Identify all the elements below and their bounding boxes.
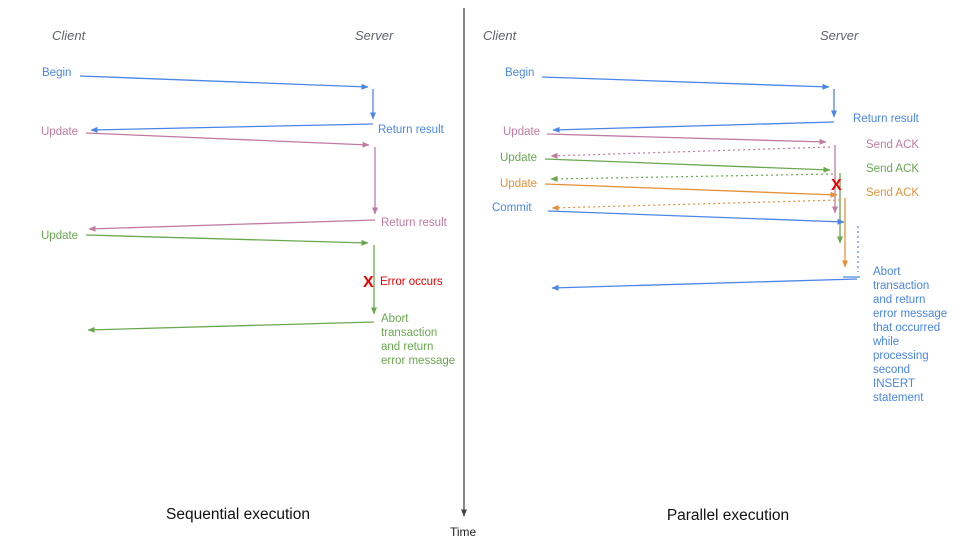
update1-response-arrow: [88, 219, 376, 232]
abort-line: while: [872, 336, 899, 348]
update3-label: Update: [500, 178, 537, 190]
abort-line: that occurred: [873, 322, 940, 334]
update1-request-arrow: [85, 132, 370, 148]
client-header: Client: [483, 28, 518, 43]
sequential-panel: Client Server Begin Return result Update…: [41, 28, 455, 523]
abort-message-label: Abort transaction and return error messa…: [872, 266, 947, 404]
abort-line: and return: [381, 341, 433, 353]
error-x-icon: X: [363, 274, 374, 291]
begin-request-arrow: [541, 76, 830, 90]
abort-line: transaction: [873, 280, 929, 292]
update1-ack-arrow: [550, 146, 831, 159]
return-result-label: Return result: [853, 113, 920, 125]
server-header: Server: [355, 28, 394, 43]
abort-line: Abort: [873, 266, 901, 278]
return-result-label-1: Return result: [378, 124, 445, 136]
abort-line: and return: [873, 294, 925, 306]
begin-label: Begin: [42, 67, 71, 79]
update2-request-arrow: [544, 158, 831, 173]
begin-response-arrow: [90, 123, 374, 133]
abort-line: INSERT: [873, 378, 915, 390]
abort-line: statement: [873, 392, 924, 404]
update2-label: Update: [41, 230, 78, 242]
error-x-icon: X: [831, 177, 842, 194]
update3-ack-arrow: [551, 199, 841, 211]
abort-line: Abort: [381, 313, 409, 325]
abort-response-arrow: [551, 278, 858, 291]
send-ack-label-1: Send ACK: [866, 139, 919, 151]
abort-line: processing: [873, 350, 929, 362]
begin-response-arrow: [552, 121, 835, 133]
abort-message-label: Abort transaction and return error messa…: [381, 313, 455, 367]
time-axis: Time: [450, 8, 477, 539]
abort-response-arrow: [87, 321, 375, 333]
commit-label: Commit: [492, 202, 532, 214]
send-ack-label-2: Send ACK: [866, 163, 919, 175]
abort-line: error message: [873, 308, 947, 320]
send-ack-label-3: Send ACK: [866, 187, 919, 199]
abort-line: error message: [381, 355, 455, 367]
update1-label: Update: [503, 126, 540, 138]
update2-ack-arrow: [550, 173, 834, 182]
begin-label: Begin: [505, 67, 534, 79]
time-axis-label: Time: [450, 525, 477, 539]
update1-request-arrow: [546, 133, 827, 145]
update2-request-arrow: [85, 234, 369, 246]
client-header: Client: [52, 28, 87, 43]
abort-line: second: [873, 364, 910, 376]
commit-request-arrow: [547, 210, 845, 225]
error-occurs-label: Error occurs: [380, 276, 443, 288]
update3-request-arrow: [544, 183, 838, 198]
update2-label: Update: [500, 152, 537, 164]
parallel-caption: Parallel execution: [667, 507, 789, 524]
update1-label: Update: [41, 126, 78, 138]
abort-line: transaction: [381, 327, 437, 339]
parallel-panel: Client Server Begin Return result Update…: [483, 28, 947, 524]
sequential-caption: Sequential execution: [166, 506, 310, 523]
server-header: Server: [820, 28, 859, 43]
return-result-label-2: Return result: [381, 217, 448, 229]
begin-request-arrow: [79, 75, 369, 90]
